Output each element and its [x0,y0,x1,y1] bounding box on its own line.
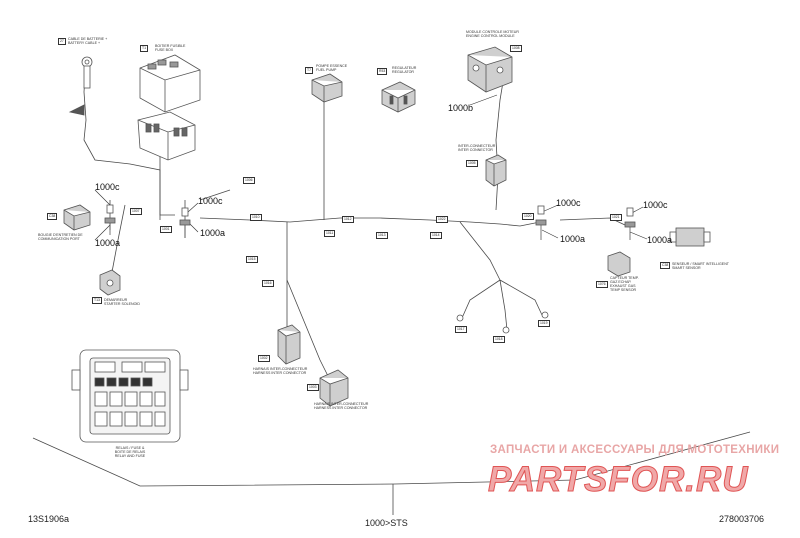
code-inter-connector: 1005 [466,160,478,167]
callout-1000a-right1: 1000a [560,234,586,244]
sensor-right1-icon [535,205,547,240]
code-harness-inter-1: 1002 [258,355,270,362]
sensor-right2-icon [624,207,636,240]
connector-code: 1013 [376,232,388,239]
connector-code: 1018 [493,336,505,343]
sensor-left-icon [104,204,116,235]
fuse-box-wire [159,150,175,216]
communication-port-icon [63,204,91,231]
code-regulator: R53 [377,68,388,75]
ecm-icon [467,46,513,93]
figure-ref-left: 13S1906a [28,514,70,524]
callout-1000b: 1000b [448,103,474,113]
bottom-wire [32,431,751,487]
harness-connector-1-icon [277,324,301,365]
connector-code: 1001 [160,226,172,233]
battery-terminal-icon [68,56,93,116]
connector-code: 1021 [610,214,622,221]
code-temp-sensor: 1076 [596,281,608,288]
branch-grounds [459,221,501,281]
code-harness-inter-2: 1003 [307,384,319,391]
watermark-tagline: ЗАПЧАСТИ И АКСЕССУАРЫ ДЛЯ МОТОТЕХНИКИ [490,444,780,456]
fuel-pump-connector-icon [311,73,343,103]
inter-connector-icon [485,154,507,187]
connector-code: 1016 [262,280,274,287]
code-fuel-pump: T7 [305,67,313,74]
starter-solenoid-icon [99,269,121,296]
figure-ref-center: 1000>STS [365,518,408,528]
label-battery-cable: CABLE DE BATTERIE +BATTERY CABLE + [68,37,108,46]
connector-code: 1022 [436,216,448,223]
connector-code: 1015 [246,256,258,263]
sensor-mid-icon [179,207,191,238]
regulator-connector-icon [381,81,416,113]
code-control-module: 1008 [510,45,522,52]
exhaust-temp-sensor-icon [607,251,631,277]
main-trunk [199,217,521,227]
callout-1000c-right2: 1000c [643,200,668,210]
connector-code: 1011 [324,230,336,237]
code-battery-cable: 27 [58,38,66,45]
code-smart-sensor: C38 [660,262,671,269]
connector-code: 1010 [250,214,262,221]
branch-harness-2 [286,279,331,381]
code-comm-port: C38 [47,213,58,220]
code-fuse-box: T1 [140,45,148,52]
ground-eyelet-icon [456,311,549,334]
connector-code: 1020 [522,213,534,220]
callout-1000c-left: 1000c [95,182,120,192]
callout-1000c-right1: 1000c [556,198,581,208]
smart-sensor-icon [669,227,711,247]
connector-code: 1014 [430,232,442,239]
harness-connector-2-icon [319,369,349,407]
callout-1000a-left: 1000a [95,238,121,248]
watermark-logo: PARTSFOR.RU [488,460,749,500]
callout-1000c-mid: 1000c [198,196,223,206]
connector-code: 1007 [130,208,142,215]
fuse-box-icon [137,54,201,161]
relay-fuse-box-icon [71,349,189,443]
connector-code: 1019 [538,320,550,327]
connector-code: 1006 [243,177,255,184]
connector-code: 1017 [455,326,467,333]
code-starter-solenoid: T13 [92,297,102,304]
figure-ref-right: 278003706 [719,514,765,524]
connector-code: 1012 [342,216,354,223]
ecm-wire [495,69,506,211]
callout-1000a-mid: 1000a [200,228,226,238]
callout-1000a-right2: 1000a [647,235,673,245]
